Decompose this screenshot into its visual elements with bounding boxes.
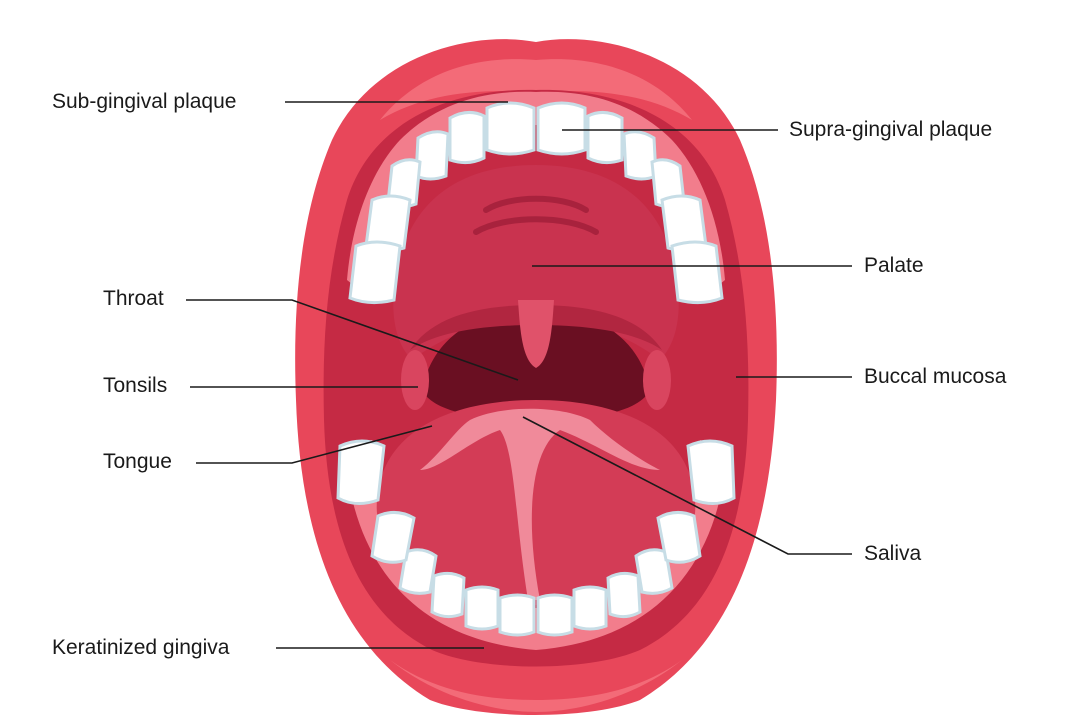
label-sub-gingival-plaque: Sub-gingival plaque [52, 90, 237, 113]
label-throat: Throat [103, 287, 164, 310]
tonsil-right [643, 350, 671, 410]
label-tonsils: Tonsils [103, 374, 168, 397]
label-buccal-mucosa: Buccal mucosa [864, 365, 1007, 388]
label-supra-gingival-plaque: Supra-gingival plaque [789, 118, 993, 141]
upper-teeth [348, 101, 724, 305]
leader-tongue [196, 425, 433, 464]
lower-lip-highlight [390, 660, 682, 712]
uvula [518, 300, 554, 368]
leader-throat [186, 299, 519, 381]
label-palate: Palate [864, 254, 924, 277]
palate-ridges [473, 195, 599, 235]
leader-lines [186, 101, 852, 649]
label-tongue: Tongue [103, 450, 172, 473]
palate-region [393, 165, 679, 360]
label-keratinized-gingiva: Keratinized gingiva [52, 636, 230, 659]
leader-saliva [522, 416, 852, 555]
pillars [410, 305, 662, 350]
upper-lip-highlight [380, 59, 692, 120]
lower-teeth [336, 439, 736, 637]
label-saliva: Saliva [864, 542, 922, 565]
tonsil-left [401, 350, 429, 410]
tongue-stripe [420, 408, 660, 600]
